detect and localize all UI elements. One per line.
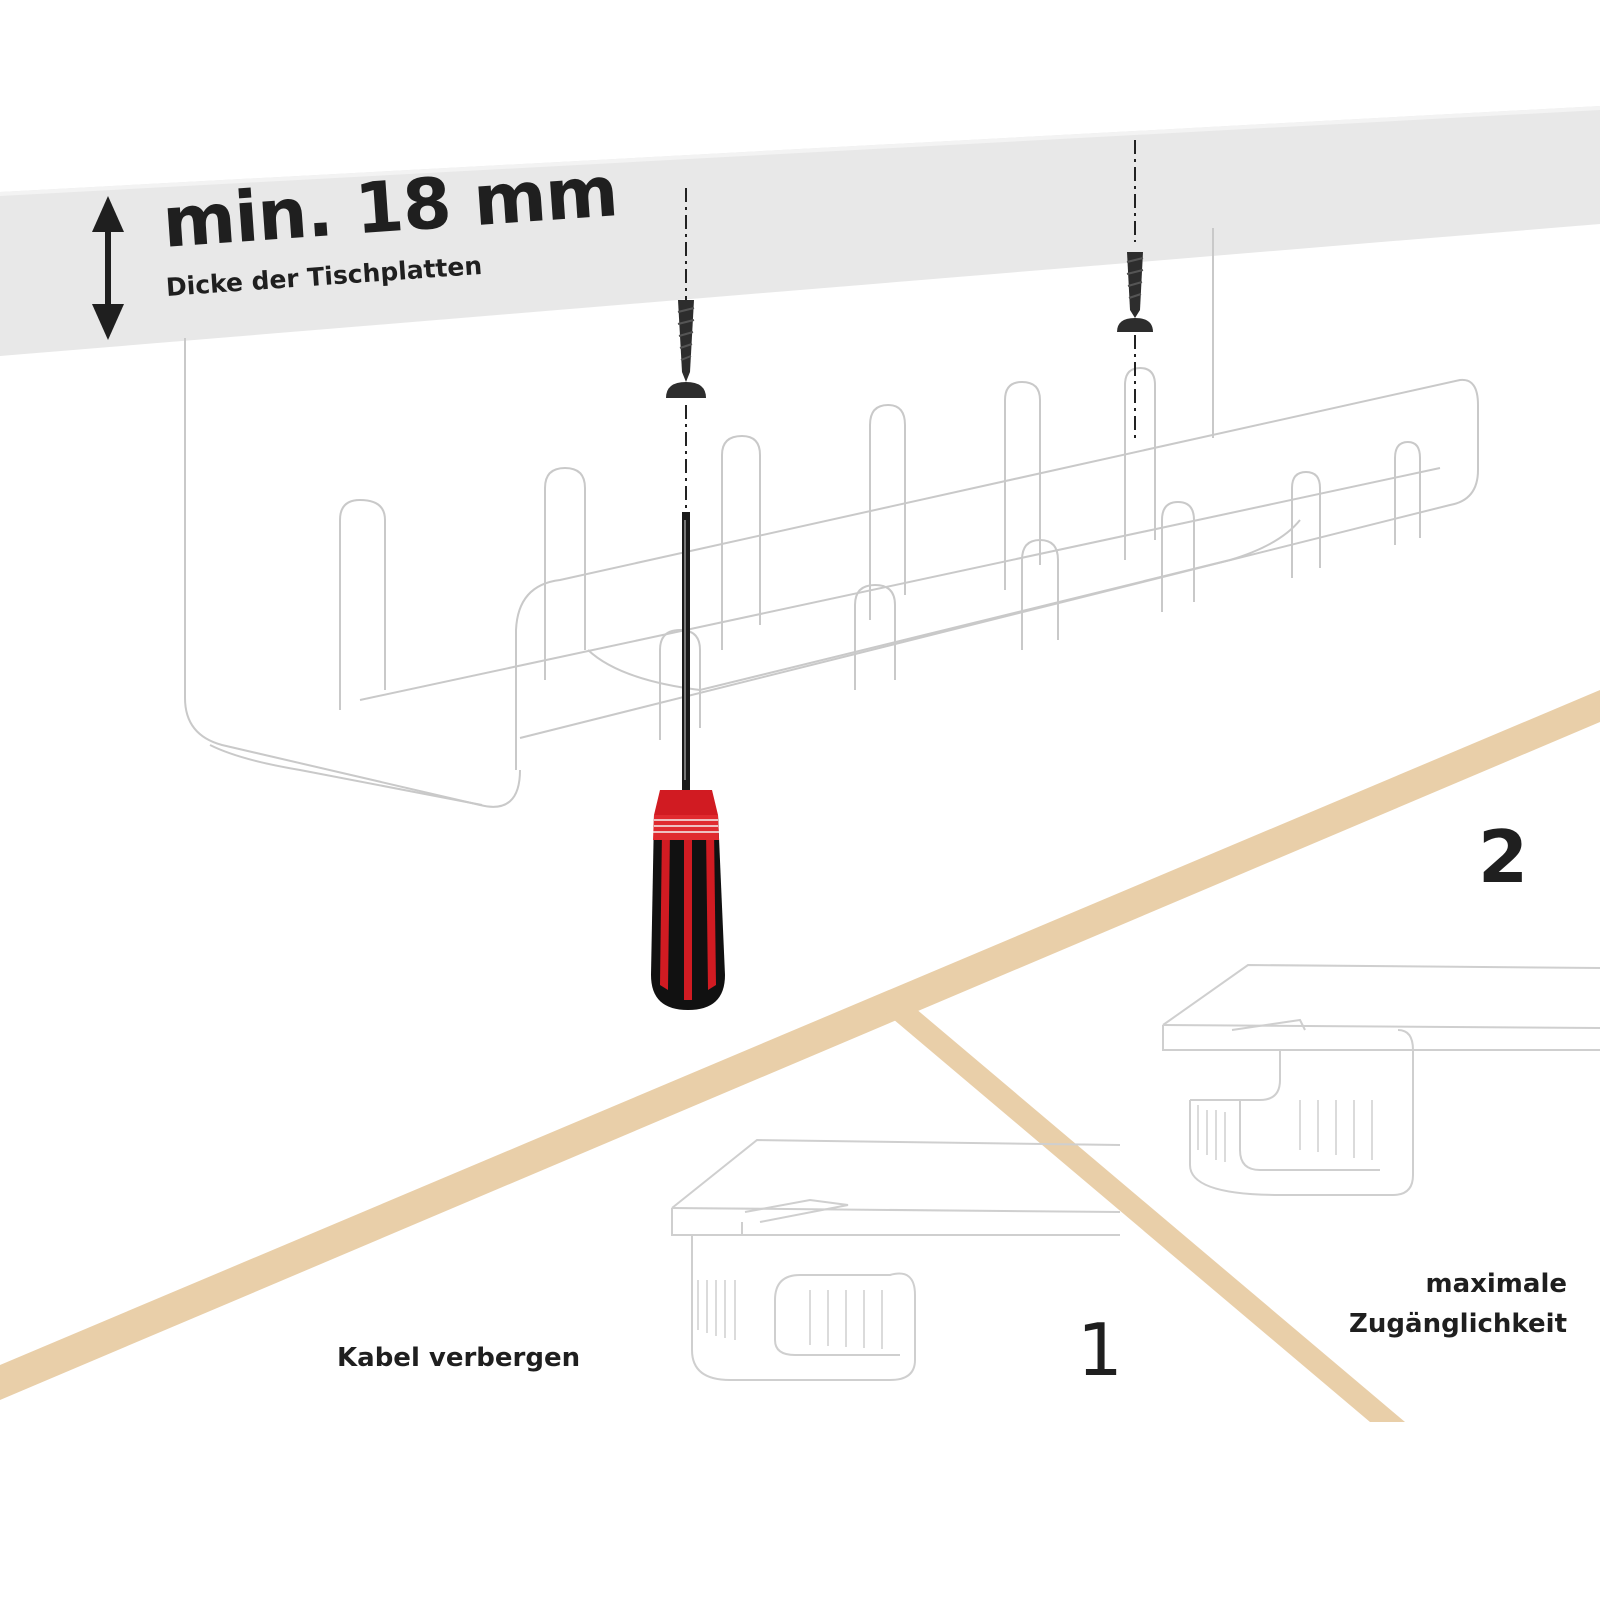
step-number-1: 1	[1077, 1308, 1123, 1392]
cable-tray-icon	[184, 228, 1479, 808]
divider-lines	[0, 690, 1600, 1422]
screw-icon	[666, 300, 706, 398]
screw-icon	[1117, 252, 1153, 332]
step-number-2: 2	[1478, 815, 1529, 899]
caption-max-access-line-2: Zugänglichkeit	[1349, 1309, 1567, 1339]
caption-max-access-line-1: maximale	[1425, 1269, 1567, 1299]
desk-mount-sketch-icon	[1162, 963, 1600, 1196]
caption-max-access: maximale Zugänglichkeit	[1349, 1264, 1567, 1344]
desk-mount-sketch-icon	[671, 1138, 1121, 1381]
caption-hide-cables: Kabel verbergen	[337, 1343, 581, 1373]
guide-lines	[685, 140, 1136, 510]
screwdriver-icon	[651, 512, 725, 1010]
desk-board	[0, 106, 1600, 356]
double-arrow-icon	[92, 196, 124, 340]
